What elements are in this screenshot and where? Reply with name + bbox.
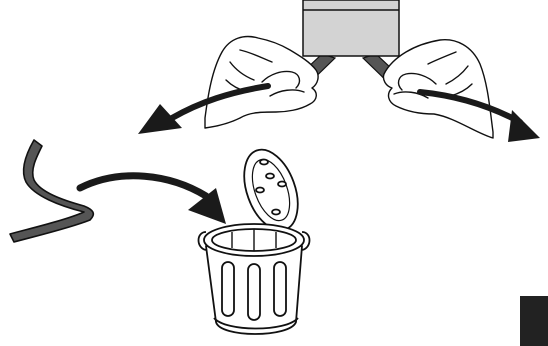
left-hand-icon — [205, 37, 318, 128]
trash-can-open-lid-icon — [199, 142, 310, 334]
pouch — [303, 0, 399, 56]
right-hand-icon — [383, 40, 493, 138]
corner-tab — [520, 296, 548, 346]
arrow-to-trash — [80, 176, 226, 224]
